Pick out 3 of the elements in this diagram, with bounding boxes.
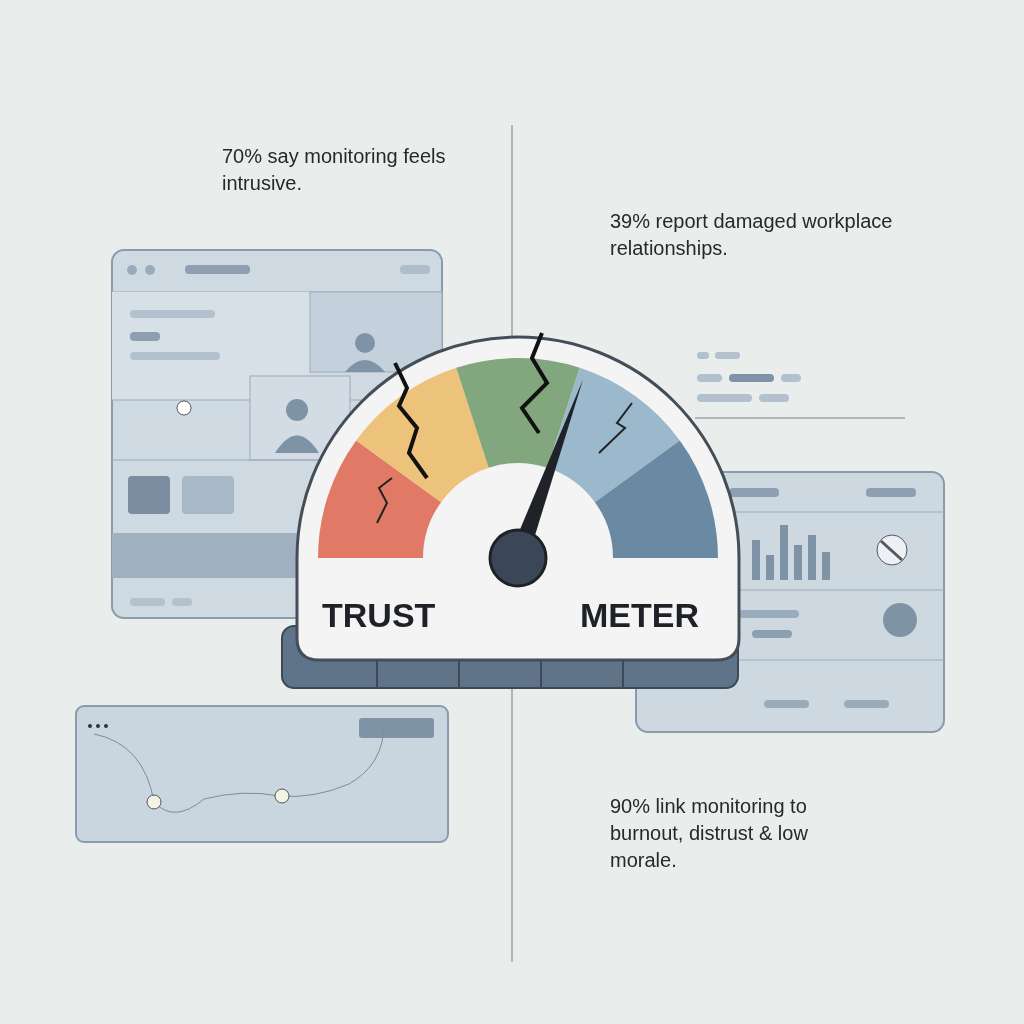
- statistic-text: 90% link monitoring to burnout, distrust & low morale.: [610, 794, 809, 873]
- statistic-text: 70% say monitoring feels intrusive.: [222, 144, 447, 196]
- statistic-text: 39% report damaged workplace relationships.: [610, 209, 894, 261]
